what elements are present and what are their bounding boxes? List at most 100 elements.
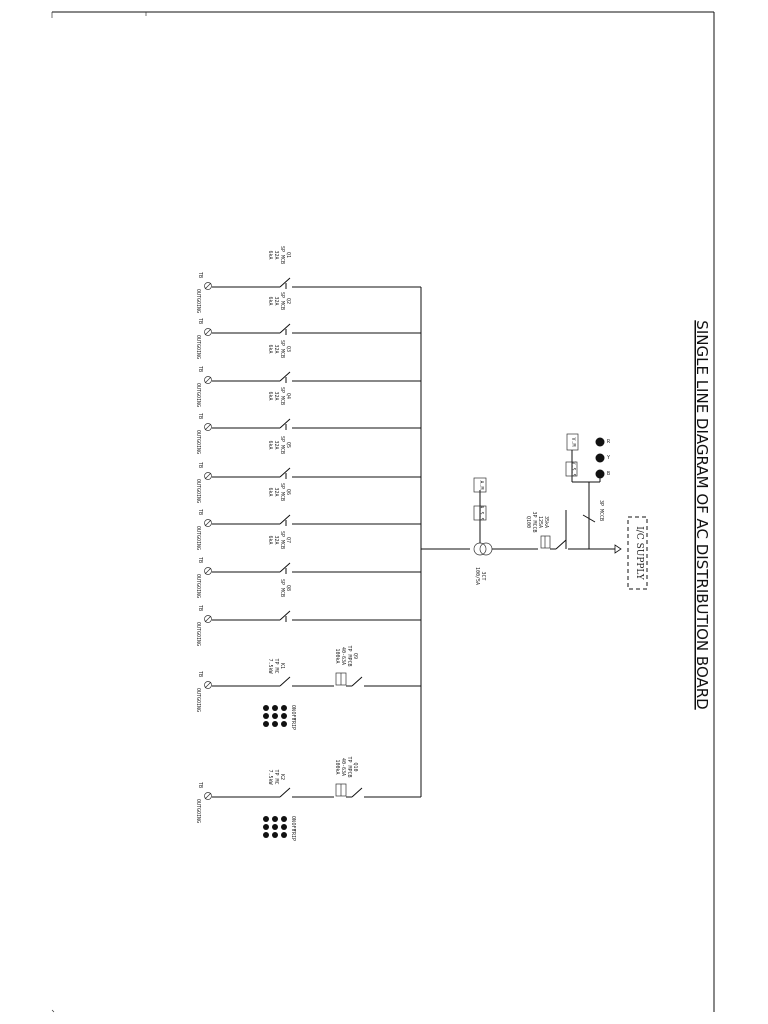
svg-text:Y: Y [607,455,610,461]
breaker-rating: 32A [273,535,279,544]
mpcb-id: Q10 [352,762,358,771]
mpcb-id: Q9 [352,653,358,659]
lamp-label: OFF [290,822,296,831]
mcb-switch-icon [279,610,291,621]
svg-text:3CT: 3CT [480,571,486,580]
breaker-rating: 32A [273,487,279,496]
terminal-label: TB [197,671,203,677]
incomer-breaker-label: 3P MCCB [598,500,604,521]
breaker-device: SP MCB [279,531,285,549]
terminal-slash-icon [204,519,212,527]
terminal-icon [204,615,212,623]
feeder-label: OUTGOING [195,479,201,503]
svg-text:35kA: 35kA [543,516,549,528]
mpcb-type: TP MPCB [346,645,352,666]
breaker-device: SP MCB [279,483,285,501]
ic-supply-label: I/C SUPPLY [634,526,644,581]
breaker-rating: 32A [273,391,279,400]
contactor-rating: 7.5kW [267,658,273,674]
mpcb-switch-icon [351,676,363,687]
feeder-label: OUTGOING [195,574,201,598]
diagram-title: SINGLE LINE DIAGRAM OF AC DISTRIBUTION B… [693,320,711,709]
mcb-switch-icon [279,514,291,525]
terminal-label: TB [197,413,203,419]
terminal-icon [204,282,212,290]
terminal-label: TB [197,366,203,372]
lamp-icon [272,713,278,719]
current-transformer-icon [473,542,493,556]
breaker-device: SP MCB [279,246,285,264]
breaker-ka: 6kA [267,391,273,400]
breaker-device: SP MCB [279,436,285,454]
feeder-label: OUTGOING [195,526,201,550]
contactor-icon [279,787,291,798]
terminal-label: TB [197,318,203,324]
ammeter-switch-icon: A.S.S [473,505,487,521]
mpcb-range: 40-63A [340,647,346,665]
terminal-slash-icon [204,472,212,480]
mcb-switch-icon [279,277,291,288]
contactor-type: TP MC [273,658,279,673]
terminal-label: TB [197,605,203,611]
lamp-icon [272,816,278,822]
mpcb-ka: 100kA [334,648,340,663]
phase-indicator-lamps: R Y B [595,437,611,482]
mpcb-range: 40-63A [340,758,346,776]
terminal-icon [204,792,212,800]
breaker-ka: 6kA [267,344,273,353]
breaker-ka: 6kA [267,250,273,259]
terminal-icon [204,519,212,527]
terminal-label: TB [197,782,203,788]
breaker-id: Q6 [285,489,291,495]
contactor-id: K2 [279,774,285,780]
mcb-switch-icon [279,418,291,429]
svg-text:V.M: V.M [570,437,576,446]
terminal-label: TB [197,272,203,278]
supply-arrow-icon [614,544,622,554]
breaker-rating: 32A [273,296,279,305]
feeder-label: OUTGOING [195,335,201,359]
breaker-id: Q3 [285,346,291,352]
terminal-slash-icon [204,615,212,623]
breaker-id: Q8 [285,585,291,591]
contactor-rating: 7.5kW [267,769,273,785]
svg-text:Q100: Q100 [525,516,531,528]
svg-text:3P MCCB: 3P MCCB [531,511,537,532]
terminal-slash-icon [204,792,212,800]
mcb-switch-icon [279,467,291,478]
sheet-border [51,11,715,1013]
incomer-mccb-icon [540,535,615,550]
breaker-id: Q7 [285,537,291,543]
feeder-label: OUTGOING [195,430,201,454]
lamp-icon [272,824,278,830]
lamp-icon [263,713,269,719]
svg-text:100/5A: 100/5A [474,567,480,585]
lamp-icon [272,705,278,711]
feeder-label: OUTGOING [195,688,201,712]
lamp-icon [281,824,287,830]
svg-text:A.M: A.M [478,480,484,489]
lamp-label: ON [290,816,296,822]
contactor-icon [279,676,291,687]
terminal-slash-icon [204,567,212,575]
lamp-label: OFF [290,711,296,720]
lamp-icon [281,832,287,838]
lamp-icon [263,705,269,711]
breaker-device: SP MCB [279,292,285,310]
terminal-label: TB [197,557,203,563]
lamp-icon [272,721,278,727]
terminal-slash-icon [204,282,212,290]
breaker-id: Q5 [285,442,291,448]
feeder-label: OUTGOING [195,622,201,646]
breaker-ka: 6kA [267,440,273,449]
svg-text:A.S.S: A.S.S [478,505,484,520]
